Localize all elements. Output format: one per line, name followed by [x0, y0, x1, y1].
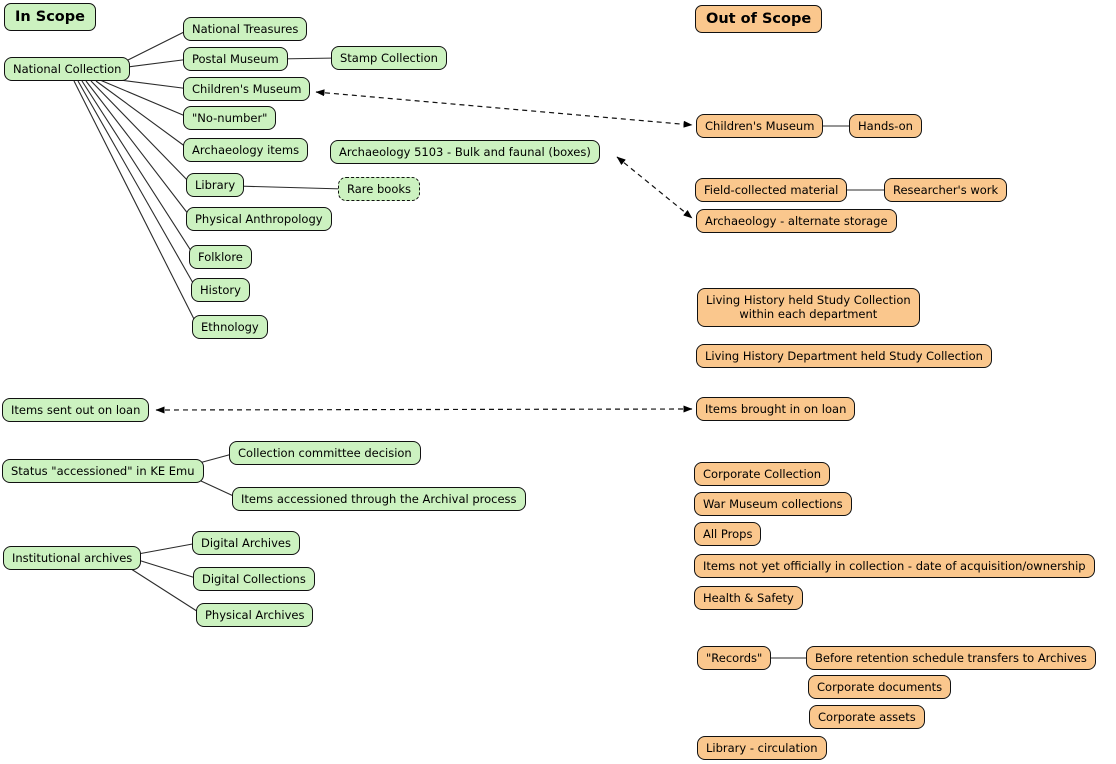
edge-national-collection-archaeology-items [95, 80, 191, 151]
edge-institutional-digital-archives [137, 542, 199, 555]
node-no-number[interactable]: "No-number" [183, 106, 277, 131]
node-before-retention-schedule[interactable]: Before retention schedule transfers to A… [806, 646, 1096, 671]
node-corporate-collection[interactable]: Corporate Collection [694, 462, 831, 487]
node-library[interactable]: Library [186, 173, 245, 198]
node-items-sent-out-on-loan[interactable]: Items sent out on loan [2, 398, 150, 423]
node-digital-collections[interactable]: Digital Collections [193, 567, 315, 592]
node-status-accessioned-ke-emu[interactable]: Status "accessioned" in KE Emu [2, 459, 204, 484]
node-stamp-collection[interactable]: Stamp Collection [331, 46, 447, 71]
edge-institutional-digital-collections [137, 559, 200, 580]
edge-institutional-physical-archives [127, 566, 204, 616]
edge-national-collection-physical-anthropology [85, 80, 193, 220]
edge-national-collection-ethnology [73, 80, 199, 328]
node-postal-museum[interactable]: Postal Museum [183, 47, 288, 72]
edge-national-collection-library [90, 80, 193, 186]
node-ethnology[interactable]: Ethnology [192, 315, 268, 340]
node-living-history-department[interactable]: Living History Department held Study Col… [696, 344, 992, 369]
node-physical-anthropology[interactable]: Physical Anthropology [186, 207, 332, 232]
out-of-scope-title[interactable]: Out of Scope [695, 5, 823, 34]
node-living-history-within-departments[interactable]: Living History held Study Collection wit… [697, 288, 920, 327]
node-folklore[interactable]: Folklore [189, 245, 252, 270]
node-physical-archives[interactable]: Physical Archives [196, 603, 314, 628]
edge-library-rare-books [235, 185, 345, 190]
node-corporate-documents[interactable]: Corporate documents [808, 675, 952, 700]
node-archaeology-items[interactable]: Archaeology items [183, 138, 309, 163]
edge-national-collection-history [77, 80, 198, 291]
node-library-circulation[interactable]: Library - circulation [697, 736, 827, 761]
edge-national-collection-postal-museum [119, 58, 191, 69]
in-scope-title[interactable]: In Scope [4, 3, 96, 32]
node-history[interactable]: History [191, 278, 250, 303]
edge-national-collection-folklore [81, 80, 196, 258]
node-records[interactable]: "Records" [697, 646, 772, 671]
node-national-collection[interactable]: National Collection [4, 57, 131, 82]
node-items-accessioned-archival[interactable]: Items accessioned through the Archival p… [232, 487, 526, 512]
edge-national-collection-childrens-museum [119, 79, 191, 90]
node-items-not-yet-official[interactable]: Items not yet officially in collection -… [694, 554, 1095, 579]
node-archaeology-alternate-storage[interactable]: Archaeology - alternate storage [696, 209, 897, 234]
node-all-props[interactable]: All Props [694, 522, 762, 547]
node-health-and-safety[interactable]: Health & Safety [694, 586, 803, 611]
node-hands-on[interactable]: Hands-on [849, 114, 922, 139]
node-childrens-museum-out-of-scope[interactable]: Children's Museum [696, 114, 824, 139]
node-institutional-archives[interactable]: Institutional archives [3, 546, 142, 571]
edge-national-collection-no-number [99, 79, 191, 119]
node-national-treasures[interactable]: National Treasures [183, 17, 308, 42]
node-rare-books[interactable]: Rare books [338, 177, 421, 202]
node-archaeology-5103[interactable]: Archaeology 5103 - Bulk and faunal (boxe… [330, 140, 600, 165]
node-digital-archives[interactable]: Digital Archives [192, 531, 300, 556]
node-items-brought-in-on-loan[interactable]: Items brought in on loan [696, 397, 856, 422]
edge-national-collection-national-treasures [119, 28, 191, 65]
node-researchers-work[interactable]: Researcher's work [884, 178, 1008, 203]
node-war-museum-collections[interactable]: War Museum collections [694, 492, 852, 517]
node-collection-committee-decision[interactable]: Collection committee decision [229, 441, 421, 466]
node-childrens-museum-in-scope[interactable]: Children's Museum [183, 77, 311, 102]
node-field-collected-material[interactable]: Field-collected material [695, 178, 848, 203]
node-corporate-assets[interactable]: Corporate assets [809, 705, 925, 730]
